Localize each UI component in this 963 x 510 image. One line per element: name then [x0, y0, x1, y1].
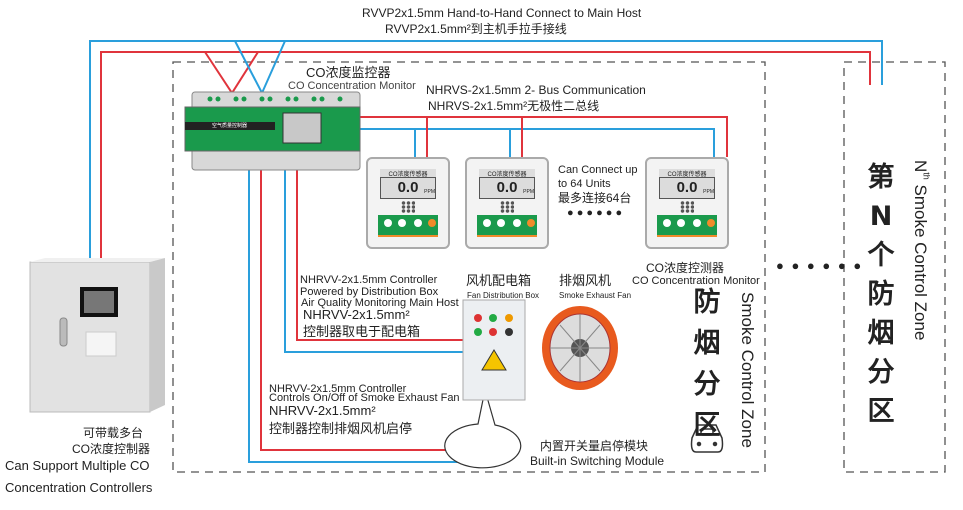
control-wire-line3: NHRVV-2x1.5mm² [269, 403, 376, 418]
zone-char: 烟 [693, 328, 721, 359]
capacity-dots: ● ● ● ● ● ● [567, 207, 623, 219]
monitor-label-cn: CO浓度监控器 [306, 65, 391, 80]
power-wire-line5: 控制器取电于配电箱 [303, 324, 421, 339]
zone-n-title-en: Nth Smoke Control Zone [910, 160, 932, 340]
control-wire-line1: NHRVV-2x1.5mm Controller [269, 383, 407, 395]
control-red-wire [260, 170, 470, 451]
zone-n-suffix: th [921, 172, 932, 180]
cabinet-line4: Concentration Controllers [5, 480, 153, 495]
detector-label-cn: CO浓度控测器 [646, 261, 725, 275]
smoke-exhaust-fan [542, 306, 618, 390]
top-red-wire [100, 51, 871, 258]
co-detector: CO浓度传感器 0.0 PPM [465, 157, 549, 249]
power-wire-line4: NHRVV-2x1.5mm² [303, 307, 410, 322]
detector-unit: PPM [703, 189, 714, 195]
speaker-grille-icon [500, 201, 514, 213]
co-detector: CO浓度传感器 0.0 PPM [366, 157, 450, 249]
co-detector: CO浓度传感器 0.0 PPM [645, 157, 729, 249]
zone-separator-dots: ● ● ● ● ● ● [776, 258, 864, 273]
bus-label-cn: NHRVS-2x1.5mm²无极性二总线 [428, 99, 600, 113]
module-callout [444, 389, 522, 469]
zone-char: 区 [867, 396, 895, 427]
zone-1-border [172, 61, 766, 473]
detector-label-en: CO Concentration Monitor [632, 275, 760, 287]
monitor-label-en: CO Concentration Monitor [288, 80, 416, 92]
zone-n-border [843, 61, 946, 473]
detector-buttons [378, 215, 438, 237]
top-blue-wire [89, 40, 883, 258]
fan-label-en: Smoke Exhaust Fan [559, 291, 632, 300]
fan-label-cn: 排烟风机 [559, 273, 612, 288]
monitor-panel-text: 空气质量控制器 [212, 123, 248, 129]
cabinet-line3: Can Support Multiple CO [5, 458, 150, 473]
bus-label-en: NHRVS-2x1.5mm 2- Bus Communication [426, 83, 646, 97]
control-wire-line2: Controls On/Off of Smoke Exhaust Fan [269, 392, 460, 404]
detector-reading: 0.0 [380, 177, 436, 199]
detector-header: CO浓度传感器 [380, 169, 436, 178]
capacity-line1: Can Connect up [558, 164, 638, 176]
zone-1-title-cn: 防 烟 分 区 [692, 282, 722, 446]
capacity-line3: 最多连接64台 [558, 191, 632, 205]
detector-unit: PPM [424, 189, 435, 195]
zone-char: 区 [693, 410, 721, 441]
zone-char: 个 [867, 240, 895, 271]
zone-char: 分 [867, 357, 895, 388]
detector-header: CO浓度传感器 [479, 169, 535, 178]
zone-1-title-en: Smoke Control Zone [738, 292, 757, 448]
control-blue-wire [248, 170, 470, 463]
detector-buttons [477, 215, 537, 237]
zone-char: 分 [693, 369, 721, 400]
monitor-red-wire [204, 51, 259, 95]
zone-char: 防 [867, 279, 895, 310]
detector-reading: 0.0 [659, 177, 715, 199]
power-blue-wire [284, 170, 465, 353]
power-wire-line2: Powered by Distribution Box [300, 286, 439, 298]
zone-char: 烟 [867, 318, 895, 349]
power-wire-line3: Air Quality Monitoring Main Host [301, 297, 459, 309]
zone-n-prefix: N [911, 160, 930, 173]
cabinet-line2: CO浓度控制器 [72, 442, 151, 456]
zone-n-text: Smoke Control Zone [911, 179, 930, 341]
zone-char: 第 [867, 162, 895, 193]
warning-icon [481, 349, 507, 371]
module-label-en: Built-in Switching Module [530, 454, 665, 468]
fan-box-label-en: Fan Distribution Box [467, 291, 540, 300]
zone-n-title-cn: 第 N 个 防 烟 分 区 [866, 158, 896, 431]
bus-red-wire [360, 116, 728, 157]
control-wire-line4: 控制器控制排烟风机启停 [269, 421, 413, 436]
detector-buttons [657, 215, 717, 237]
zone-char: N [869, 201, 893, 232]
speaker-grille-icon [680, 201, 694, 213]
module-label-cn: 内置开关量启停模块 [540, 439, 649, 453]
top-wire-label-en: RVVP2x1.5mm Hand-to-Hand Connect to Main… [362, 6, 642, 20]
fan-box-label-cn: 风机配电箱 [466, 273, 532, 288]
power-red-wire [296, 170, 465, 341]
detector-header: CO浓度传感器 [659, 169, 715, 178]
bus-blue-wire [360, 128, 715, 157]
car-icon [690, 424, 724, 453]
zone-char: 防 [693, 287, 721, 318]
capacity-line2: to 64 Units [558, 178, 611, 190]
speaker-grille-icon [401, 201, 415, 213]
detector-reading: 0.0 [479, 177, 535, 199]
monitor-blue-wire [234, 40, 286, 96]
detector-unit: PPM [523, 189, 534, 195]
top-wire-label-cn: RVVP2x1.5mm²到主机手拉手接线 [385, 22, 567, 36]
power-wire-line1: NHRVV-2x1.5mm Controller [300, 274, 438, 286]
cabinet-line1: 可带载多台 [83, 426, 144, 440]
